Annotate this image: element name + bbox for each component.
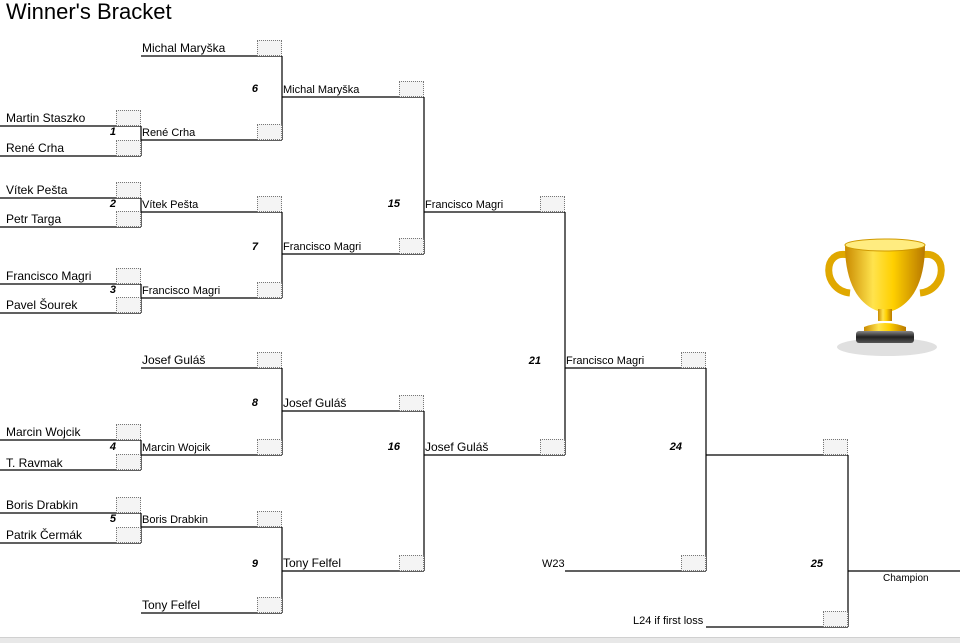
match-number: 5 xyxy=(109,513,116,525)
player-name: Josef Guláš xyxy=(283,396,347,410)
player-name: Boris Drabkin xyxy=(142,514,209,526)
score-box[interactable] xyxy=(257,282,282,298)
player-name: Francisco Magri xyxy=(425,199,504,211)
player-name: Josef Guláš xyxy=(142,353,206,367)
player-name: Michal Maryška xyxy=(142,41,226,55)
score-box[interactable] xyxy=(116,527,141,543)
match-number: 15 xyxy=(387,198,400,210)
player-name: Michal Maryška xyxy=(283,84,360,96)
score-box[interactable] xyxy=(540,439,565,455)
player-name: Josef Guláš xyxy=(425,440,489,454)
footer-divider xyxy=(0,637,960,643)
player-name: Petr Targa xyxy=(6,212,62,226)
match-number: 3 xyxy=(109,284,116,296)
score-box[interactable] xyxy=(823,611,848,627)
player-name: Vítek Pešta xyxy=(6,183,68,197)
score-box[interactable] xyxy=(681,352,706,368)
player-name: Tony Felfel xyxy=(142,598,201,612)
score-box[interactable] xyxy=(257,196,282,212)
match-number: 9 xyxy=(251,558,258,570)
player-name: Tony Felfel xyxy=(283,556,342,570)
player-name: René Crha xyxy=(142,127,196,139)
player-name: Boris Drabkin xyxy=(6,498,79,512)
match-number: 21 xyxy=(528,355,541,367)
score-box[interactable] xyxy=(540,196,565,212)
player-name: Pavel Šourek xyxy=(6,298,78,312)
score-box[interactable] xyxy=(116,182,141,198)
match-number: 8 xyxy=(251,397,258,409)
player-name: L24 if first loss xyxy=(633,615,704,627)
match-number: 24 xyxy=(669,441,682,453)
player-name: Vítek Pešta xyxy=(142,199,199,211)
player-name: Francisco Magri xyxy=(566,355,645,367)
player-name: René Crha xyxy=(6,141,65,155)
champion-label: Champion xyxy=(883,573,929,584)
player-name: W23 xyxy=(542,558,565,570)
score-box[interactable] xyxy=(257,40,282,56)
player-name: Francisco Magri xyxy=(6,269,92,283)
player-name: Marcin Wojcik xyxy=(142,442,211,454)
score-box[interactable] xyxy=(116,497,141,513)
match-number: 7 xyxy=(251,241,258,253)
page-title: Winner's Bracket xyxy=(6,0,172,24)
player-name: Patrik Čermák xyxy=(6,528,83,542)
score-box[interactable] xyxy=(116,110,141,126)
player-name: Marcin Wojcik xyxy=(6,425,81,439)
score-box[interactable] xyxy=(257,352,282,368)
score-box[interactable] xyxy=(257,439,282,455)
score-box[interactable] xyxy=(116,268,141,284)
match-number: 2 xyxy=(109,198,116,210)
score-box[interactable] xyxy=(681,555,706,571)
player-name: Francisco Magri xyxy=(283,241,362,253)
score-box[interactable] xyxy=(399,81,424,97)
match-number: 16 xyxy=(387,441,400,453)
score-box[interactable] xyxy=(257,511,282,527)
score-box[interactable] xyxy=(116,211,141,227)
player-name: Martin Staszko xyxy=(6,111,86,125)
player-name: T. Ravmak xyxy=(6,456,63,470)
match-number: 4 xyxy=(109,441,116,453)
score-box[interactable] xyxy=(257,124,282,140)
score-box[interactable] xyxy=(399,238,424,254)
match-number: 1 xyxy=(109,126,116,138)
score-box[interactable] xyxy=(399,395,424,411)
match-number: 6 xyxy=(251,83,258,95)
score-box[interactable] xyxy=(823,439,848,455)
score-box[interactable] xyxy=(399,555,424,571)
score-box[interactable] xyxy=(116,297,141,313)
score-box[interactable] xyxy=(116,454,141,470)
score-box[interactable] xyxy=(116,424,141,440)
match-number: 25 xyxy=(810,558,823,570)
trophy-icon xyxy=(825,238,945,356)
score-box[interactable] xyxy=(257,597,282,613)
player-name: Francisco Magri xyxy=(142,285,221,297)
score-box[interactable] xyxy=(116,140,141,156)
